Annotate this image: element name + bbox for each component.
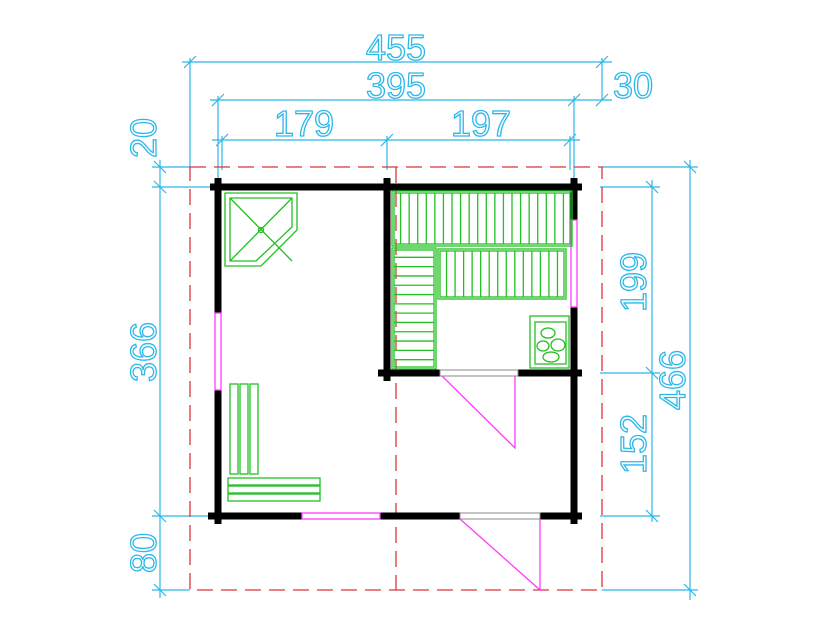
upper-bench (391, 190, 573, 247)
dim-overall-depth: 466 (652, 350, 693, 410)
side-bench (391, 247, 437, 370)
bench-slat (239, 383, 249, 475)
lower-bench (437, 248, 567, 300)
side-bench-inner (393, 249, 435, 368)
window-bottom (301, 512, 381, 520)
dim-overhang-bottom: 80 (123, 533, 164, 573)
sauna-stove (529, 315, 570, 369)
bench-slat (227, 493, 321, 502)
drain-icon (257, 226, 265, 234)
entry-door-opening (459, 512, 541, 520)
roof-outline (189, 166, 603, 591)
dim-front-room-depth: 152 (613, 414, 654, 474)
lower-bench-inner (439, 250, 565, 298)
openings (214, 219, 578, 592)
window-sauna (570, 219, 578, 308)
dim-overhang-top: 20 (123, 118, 164, 158)
dim-overhang-right: 30 (613, 65, 653, 106)
dim-inner-depth: 366 (123, 322, 164, 382)
sauna-door-swing (441, 375, 516, 450)
dim-room-left-width: 179 (274, 103, 334, 144)
dim-room-right-width: 197 (451, 103, 511, 144)
sauna-door-opening (439, 369, 519, 377)
dim-overall-width: 455 (366, 27, 426, 68)
bench-slat (249, 383, 259, 475)
shower-tray (224, 192, 298, 267)
upper-bench-inner (393, 192, 571, 245)
entry-door-swing (459, 518, 541, 592)
dim-inner-width: 395 (366, 65, 426, 106)
dim-sauna-depth: 199 (613, 252, 654, 312)
bench-slat (227, 477, 321, 486)
sauna-benches (391, 190, 573, 370)
window-left (214, 312, 222, 391)
bench-slat (229, 383, 239, 475)
lounge-benches (227, 383, 321, 502)
dimension-lines (152, 55, 698, 600)
bench-slat (227, 485, 321, 494)
